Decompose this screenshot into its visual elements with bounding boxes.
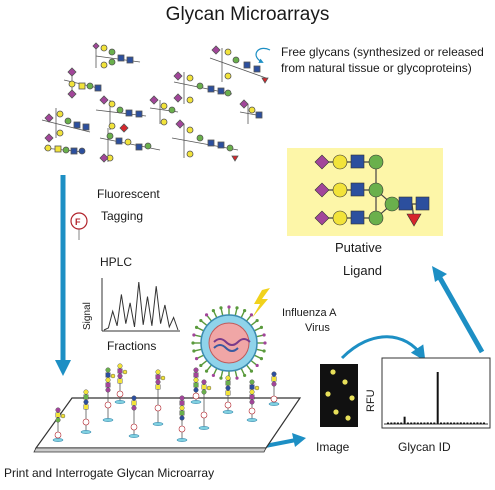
virus-label-line1: Influenza A bbox=[282, 307, 337, 319]
glycan-structure bbox=[239, 99, 263, 124]
influenza-virus-icon bbox=[191, 305, 267, 381]
hplc-chart bbox=[101, 278, 180, 332]
free-glycans-label: Free glycans (synthesized or released fr… bbox=[281, 45, 484, 75]
rfu-bar bbox=[479, 422, 482, 424]
rfu-bar bbox=[483, 422, 485, 424]
rfu-bar bbox=[466, 422, 469, 424]
putative-ligand-line1: Putative bbox=[335, 240, 382, 255]
rfu-bar bbox=[446, 422, 449, 424]
ligand-arrow bbox=[437, 276, 485, 354]
rfu-bar bbox=[433, 422, 436, 424]
binding-arrow bbox=[340, 335, 426, 361]
free-glycans-cloud bbox=[41, 42, 269, 163]
lightning-icon bbox=[252, 288, 270, 318]
glycan-structure bbox=[99, 123, 161, 163]
tagging-arrowhead bbox=[55, 360, 71, 376]
rfu-bar bbox=[403, 416, 406, 424]
rfu-bar bbox=[476, 422, 479, 424]
scan-spot bbox=[330, 369, 336, 375]
rfu-bar bbox=[459, 422, 462, 424]
rfu-bar bbox=[390, 422, 393, 424]
rfu-chart bbox=[381, 357, 491, 429]
rfu-bar bbox=[396, 422, 399, 424]
putative-ligand-structure bbox=[287, 148, 443, 236]
hplc-trace bbox=[103, 281, 179, 331]
rfu-bar bbox=[440, 422, 442, 424]
rfu-bar bbox=[469, 422, 472, 424]
glycan-structure bbox=[43, 144, 86, 155]
rfu-bar bbox=[453, 422, 456, 424]
rfu-bar bbox=[430, 422, 432, 424]
rfu-bar bbox=[443, 422, 446, 424]
glycan-structure bbox=[63, 67, 102, 99]
glycan-structure bbox=[95, 95, 147, 130]
virus-label-line2: Virus bbox=[305, 322, 330, 334]
tagging-label-line2: Tagging bbox=[101, 209, 144, 223]
hplc-x-axis-label: Fractions bbox=[107, 339, 157, 353]
page-title: Glycan Microarrays bbox=[165, 4, 330, 25]
fluorescent-tag-icon bbox=[70, 212, 88, 230]
rfu-bar bbox=[413, 422, 416, 424]
rfu-bar bbox=[410, 422, 413, 424]
scan-spot bbox=[349, 395, 355, 401]
rfu-bar bbox=[406, 422, 409, 424]
rfu-bar bbox=[473, 422, 476, 424]
glycan-structure bbox=[149, 95, 179, 126]
rfu-axis-label: RFU bbox=[365, 389, 377, 412]
glycan-id-label: Glycan ID bbox=[398, 440, 451, 454]
glycan-structure bbox=[41, 108, 91, 143]
glycan-structure bbox=[171, 119, 239, 162]
tagging-label-line1: Fluorescent bbox=[97, 187, 160, 201]
microarray-slide bbox=[33, 363, 302, 453]
hplc-title: HPLC bbox=[100, 255, 133, 269]
image-label: Image bbox=[316, 440, 350, 454]
rfu-bar bbox=[449, 422, 452, 424]
rfu-bar bbox=[420, 422, 423, 424]
putative-ligand-line2: Ligand bbox=[343, 263, 383, 278]
rfu-bar bbox=[416, 422, 419, 424]
rfu-bar bbox=[393, 422, 396, 424]
rfu-bar bbox=[436, 372, 439, 424]
rfu-bar bbox=[423, 422, 426, 424]
free-glycans-pointer bbox=[255, 47, 271, 63]
scan-spot bbox=[345, 415, 351, 421]
glycan-structure bbox=[173, 71, 233, 104]
rfu-bar bbox=[456, 422, 459, 424]
fluorescent-tag-letter: F bbox=[75, 217, 81, 227]
scan-spot bbox=[333, 409, 339, 415]
bottom-caption: Print and Interrogate Glycan Microarray bbox=[4, 466, 215, 480]
rfu-bar bbox=[400, 422, 403, 424]
hplc-y-axis-label: Signal bbox=[82, 302, 93, 330]
ligand-arrowhead bbox=[432, 266, 447, 282]
rfu-bar bbox=[426, 422, 429, 424]
array-arrowhead bbox=[292, 433, 306, 447]
rfu-bar bbox=[387, 422, 389, 424]
scan-spot bbox=[342, 379, 348, 385]
rfu-bar bbox=[463, 422, 466, 424]
scan-spot bbox=[325, 391, 331, 397]
glycan-structure bbox=[92, 42, 141, 69]
scan-spots bbox=[325, 369, 355, 421]
glycan-structure bbox=[209, 45, 269, 84]
